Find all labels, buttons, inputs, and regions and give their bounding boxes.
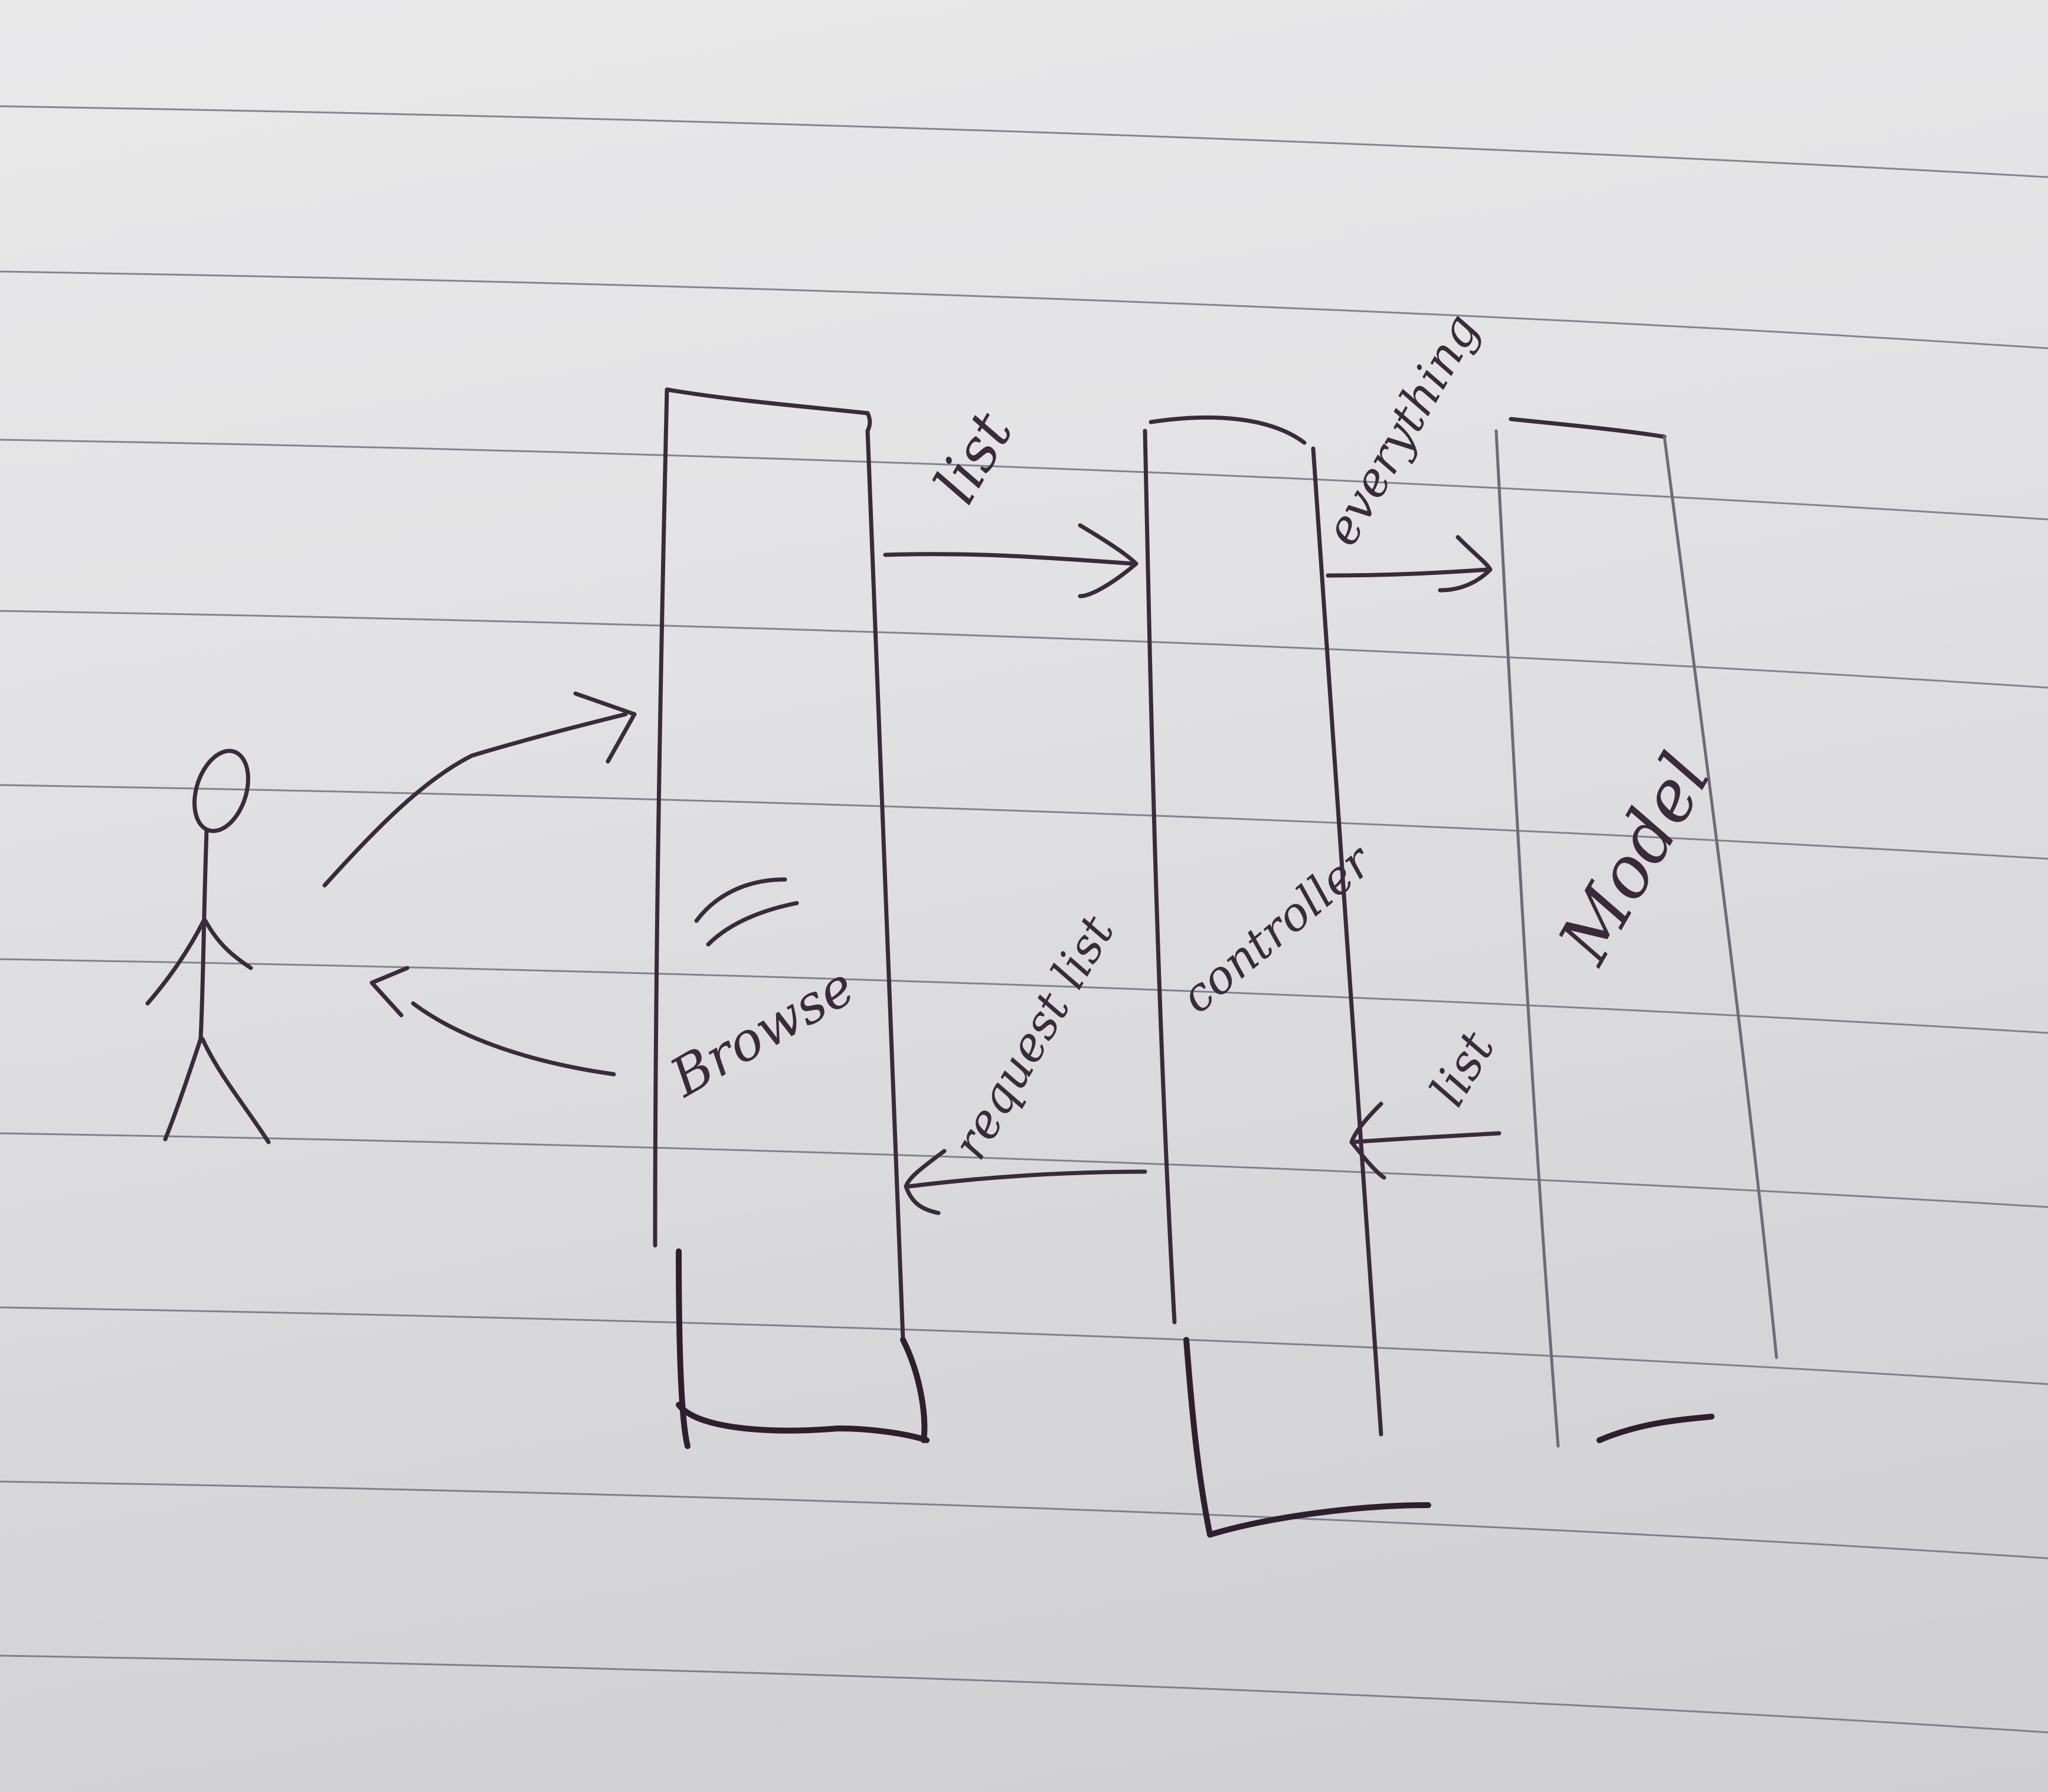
- message-controller-to-browse: request list: [904, 906, 1147, 1215]
- message-label-list-2: list: [1419, 1022, 1506, 1116]
- message-controller-to-model: everything: [1314, 305, 1493, 593]
- stick-figure-icon: [145, 748, 271, 1144]
- message-label-list-1: list: [920, 400, 1026, 515]
- lane-label-browse: Browse: [659, 877, 865, 1110]
- arrow-browse-to-user: [369, 966, 616, 1077]
- lane-model: [1494, 417, 1778, 1448]
- arrow-user-to-browse: [322, 691, 637, 888]
- message-model-to-controller: list: [1349, 1022, 1506, 1180]
- lane-browse: [653, 387, 930, 1449]
- message-label-everything: everything: [1314, 305, 1490, 554]
- message-browse-to-controller: list: [883, 400, 1138, 599]
- lane-label-model: Model: [1543, 741, 1727, 977]
- lane-controller: [1143, 415, 1431, 1538]
- message-label-request-list: request list: [942, 906, 1125, 1168]
- lane-label-model-text: Model: [1543, 741, 1727, 977]
- ruled-lines: [0, 105, 2048, 1734]
- lane-label-browse-text: Browse: [659, 955, 865, 1110]
